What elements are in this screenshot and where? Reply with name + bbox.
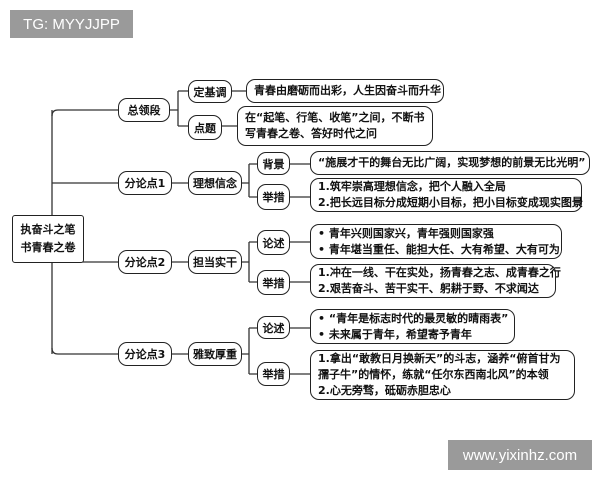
point2-measures-node: 举措 [257,270,290,295]
point2-argument-node: 论述 [257,230,290,255]
point1-background-node: 背景 [257,152,290,175]
point1-measures-node: 举措 [257,184,290,210]
point2-measures-leaf: 1.冲在一线、干在实处，扬青春之志、成青春之行 2.艰苦奋斗、苦干实干、躬耕于野… [310,264,561,298]
argument-line: • 青年兴则国家兴，青年强则国家强 [318,226,494,240]
argument-line: • 未来属于青年，希望寄予青年 [318,327,472,341]
point3-topic: 雅致厚重 [188,342,242,366]
theme-node: 点题 [188,115,222,140]
root-line-2: 书青春之卷 [20,241,76,254]
theme-leaf: 在“起笔、行笔、收笔”之间，不断书 写青春之卷、答好时代之问 [237,106,433,146]
point1-measures-leaf: 1.筑牢崇高理想信念，把个人融入全局 2.把长远目标分成短期小目标，把小目标变成… [310,178,583,212]
measure-line: 2.把长远目标分成短期小目标，把小目标变成现实图景 [318,196,583,209]
point1-background-leaf: “施展才干的舞台无比广阔，实现梦想的前景无比光明” [310,151,590,175]
measure-line: 2.心无旁骛，砥砺赤胆忠心 [318,384,451,397]
intro-node: 总领段 [118,98,170,122]
point2-argument-leaf: • 青年兴则国家兴，青年强则国家强 • 青年堪当重任、能担大任、大有希望、大有可… [310,224,562,259]
point3-argument-node: 论述 [257,316,290,339]
tone-text: 青春由磨砺而出彩，人生因奋斗而升华 [254,84,441,97]
tone-node: 定基调 [188,80,232,103]
measure-line: 孺子牛”的情怀，练就“任尔东西南北风”的本领 [318,368,549,381]
tone-leaf: 青春由磨砺而出彩，人生因奋斗而升华 [246,79,444,103]
point2-node: 分论点2 [118,250,172,274]
point3-measures-leaf: 1.拿出“敢教日月换新天”的斗志，涵养“俯首甘为 孺子牛”的情怀，练就“任尔东西… [310,350,575,400]
argument-line: • 青年堪当重任、能担大任、大有希望、大有可为 [318,242,560,256]
theme-line: 写青春之卷、答好时代之问 [245,127,377,140]
point2-topic: 担当实干 [188,250,242,274]
watermark-bottom: www.yixinhz.com [448,440,592,470]
measure-line: 1.筑牢崇高理想信念，把个人融入全局 [318,180,506,193]
measure-line: 1.拿出“敢教日月换新天”的斗志，涵养“俯首甘为 [318,352,561,365]
point1-topic: 理想信念 [188,171,242,195]
point3-argument-leaf: • “青年是标志时代的最灵敏的晴雨表” • 未来属于青年，希望寄予青年 [310,309,515,344]
point3-measures-node: 举措 [257,362,290,386]
background-text: “施展才干的舞台无比广阔，实现梦想的前景无比光明” [318,156,586,169]
root-line-1: 执奋斗之笔 [20,223,76,236]
measure-line: 1.冲在一线、干在实处，扬青春之志、成青春之行 [318,266,561,279]
watermark-top: TG: MYYJJPP [10,10,133,38]
point1-node: 分论点1 [118,171,172,195]
root-node: 执奋斗之笔 书青春之卷 [12,215,84,263]
theme-line: 在“起笔、行笔、收笔”之间，不断书 [245,111,425,124]
point3-node: 分论点3 [118,342,172,366]
argument-line: • “青年是标志时代的最灵敏的晴雨表” [318,311,509,325]
measure-line: 2.艰苦奋斗、苦干实干、躬耕于野、不求闻达 [318,282,539,295]
